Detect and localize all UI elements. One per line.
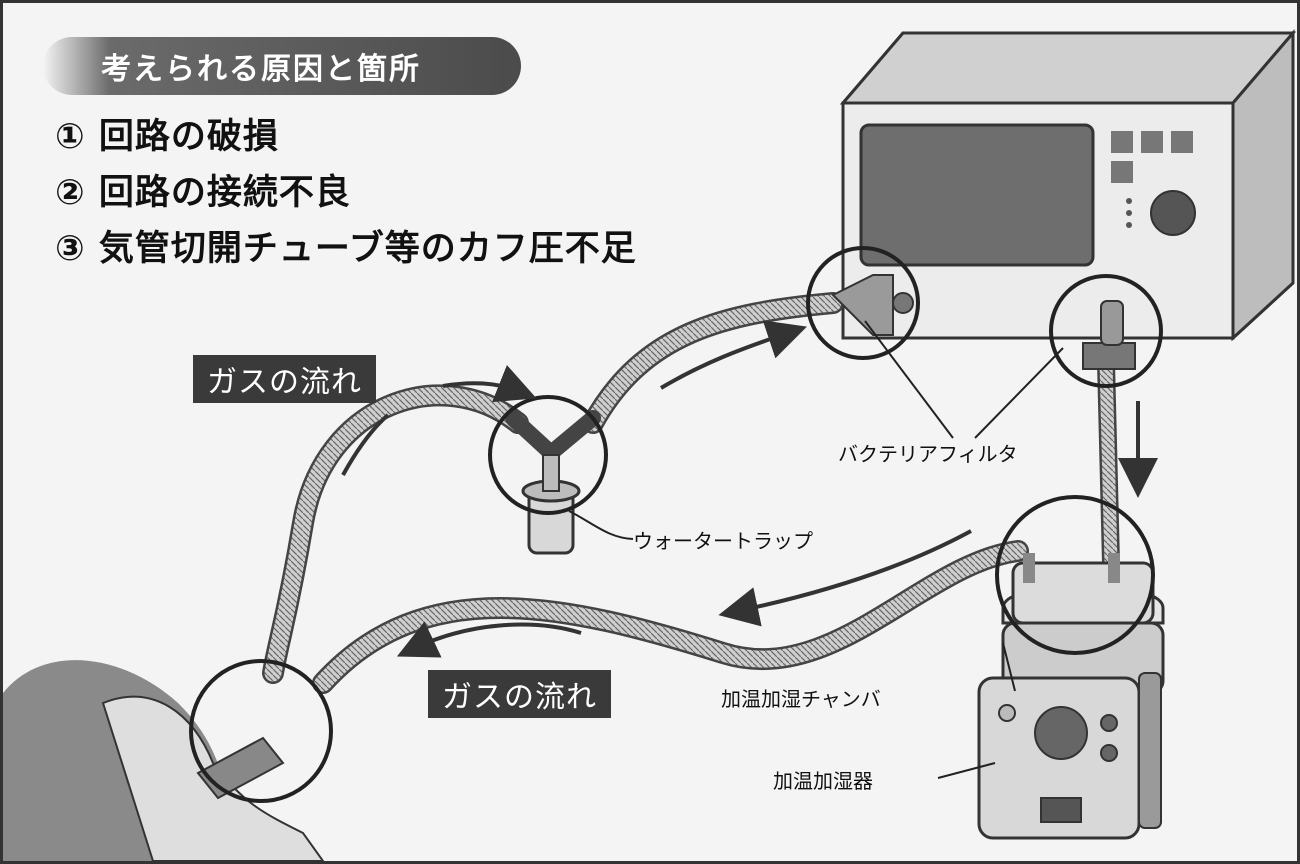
- cause-item: ③ 気管切開チューブ等のカフ圧不足: [55, 229, 637, 269]
- ventilator-button: [1111, 161, 1133, 183]
- flow-arrow: [442, 365, 537, 403]
- highlight-circles: [189, 246, 1163, 803]
- cause-item: ② 回路の接続不良: [55, 173, 351, 213]
- gas-flow-arrows: [341, 320, 1158, 658]
- ventilator-knob: [1150, 190, 1196, 236]
- water-trap-label: ウォータートラップ: [633, 529, 813, 553]
- gas-flow-label: ガスの流れ: [428, 670, 611, 718]
- water-trap-highlight-circle: [488, 395, 608, 515]
- cause-list: ① 回路の破損 ② 回路の接続不良 ③ 気管切開チューブ等のカフ圧不足: [55, 109, 637, 277]
- header-banner: 考えられる原因と箇所: [43, 37, 521, 95]
- ventilator-device: [839, 28, 1297, 342]
- breathing-circuit-hoses: [262, 292, 1120, 694]
- filter-highlight-circle: [1049, 274, 1163, 388]
- patient-connection-highlight-circle: [189, 659, 333, 803]
- humidifier-dial: [1034, 706, 1088, 760]
- flow-arrow: [718, 529, 972, 627]
- gas-flow-label: ガスの流れ: [193, 355, 376, 403]
- bacteria-filter-label: バクテリアフィルタ: [838, 442, 1018, 466]
- flow-arrow: [341, 413, 390, 476]
- tracheostomy-connector: [196, 736, 285, 800]
- ventilator-circuit-illustration: [3, 28, 1297, 861]
- humidifier-label: 加温加湿器: [773, 769, 873, 793]
- callout-leader-lines: [568, 320, 1064, 779]
- ventilator-screen: [859, 123, 1095, 267]
- water-trap: [505, 410, 601, 555]
- flow-arrow: [396, 621, 582, 658]
- bacteria-filter-connectors: [831, 274, 1136, 370]
- cause-item: ① 回路の破損: [55, 117, 279, 157]
- chamber-label: 加温加湿チャンバ: [721, 687, 881, 711]
- filter-highlight-circle: [806, 246, 920, 360]
- humidifier-device: [977, 553, 1165, 840]
- patient-figure: [3, 660, 325, 861]
- ventilator-button: [1171, 131, 1193, 153]
- ventilator-button: [1141, 131, 1163, 153]
- flow-arrow: [659, 320, 807, 390]
- chamber-highlight-circle: [995, 495, 1155, 655]
- header-title: 考えられる原因と箇所: [101, 52, 421, 87]
- ventilator-button: [1111, 131, 1133, 153]
